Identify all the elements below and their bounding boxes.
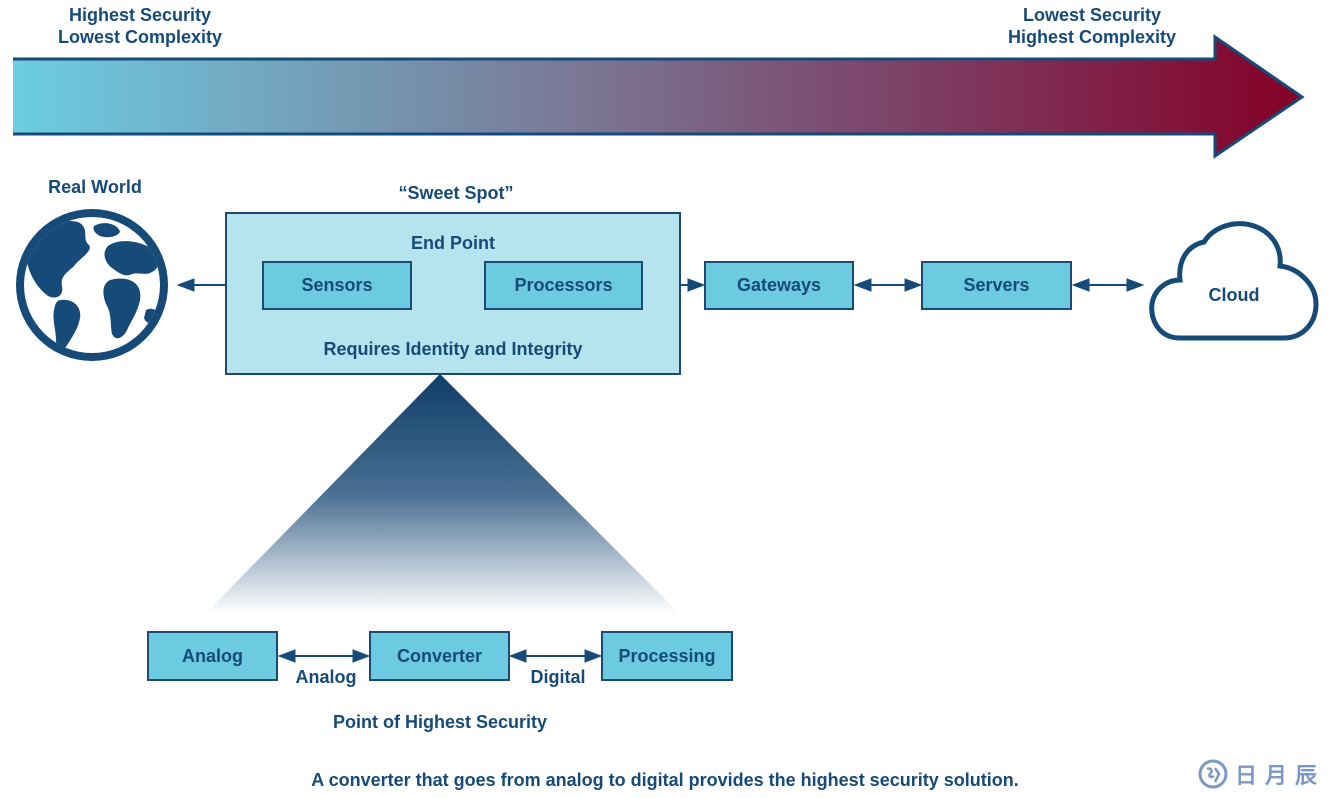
analog-link-label: Analog (295, 667, 357, 687)
connector-analog-converter (277, 649, 371, 663)
arrow-right-label-line2: Highest Complexity (1007, 27, 1177, 47)
digital-link-label: Digital (530, 667, 586, 687)
footer-caption: A converter that goes from analog to dig… (311, 770, 1019, 790)
watermark: 日月辰 (1197, 758, 1325, 790)
arrow-right-label: Lowest Security Highest Complexity (992, 4, 1192, 48)
arrow-left-label-line1: Highest Security (68, 5, 212, 25)
connector-converter-processing (508, 649, 603, 663)
gateways-node: Gateways (704, 261, 854, 310)
cloud-label: Cloud (1208, 285, 1260, 305)
real-world-label: Real World (48, 177, 142, 197)
sweet-spot-label: “Sweet Spot” (398, 183, 514, 203)
zoom-triangle (205, 374, 680, 614)
servers-node: Servers (921, 261, 1072, 310)
logo-circle-icon (1198, 759, 1228, 789)
cloud-icon (1149, 221, 1319, 341)
arrow-left-label-line2: Lowest Complexity (57, 27, 223, 47)
connector-servers-cloud (1071, 278, 1145, 292)
processing-node: Processing (601, 631, 733, 681)
connector-gateways-servers (853, 278, 923, 292)
analog-node: Analog (147, 631, 278, 681)
converter-node: Converter (369, 631, 510, 681)
processors-node: Processors (484, 261, 643, 310)
point-of-highest-security-label: Point of Highest Security (332, 712, 548, 732)
arrow-left-label: Highest Security Lowest Complexity (40, 4, 240, 48)
end-point-title: End Point (411, 233, 495, 253)
watermark-text: 日月辰 (1235, 764, 1326, 789)
end-point-subtitle: Requires Identity and Integrity (323, 339, 583, 359)
sensors-node: Sensors (262, 261, 412, 310)
globe-icon (16, 209, 168, 361)
arrow-shape (13, 37, 1302, 156)
arrow-right-label-line1: Lowest Security (1022, 5, 1162, 25)
